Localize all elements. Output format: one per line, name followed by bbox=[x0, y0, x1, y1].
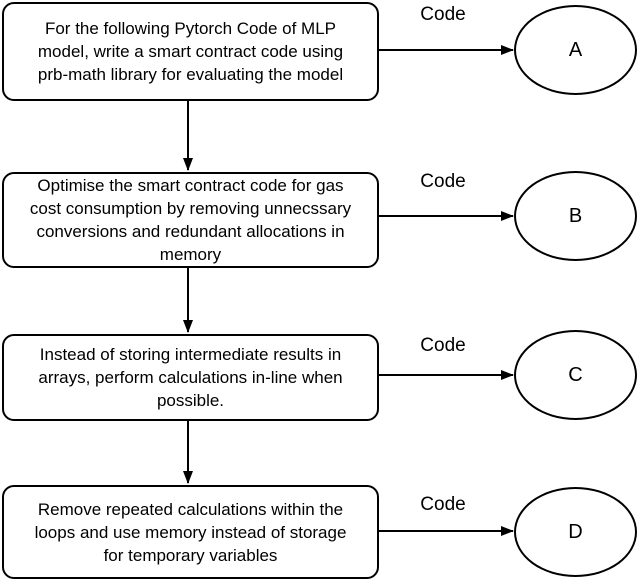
edge-label-code-3: Code bbox=[420, 335, 466, 356]
prompt-box-4: Remove repeated calculations within the … bbox=[2, 485, 379, 579]
prompt-box-4-text: Remove repeated calculations within the … bbox=[34, 499, 347, 565]
node-b: B bbox=[514, 171, 637, 261]
node-c: C bbox=[514, 330, 637, 420]
prompt-box-3: Instead of storing intermediate results … bbox=[2, 334, 379, 421]
node-c-label: C bbox=[568, 363, 583, 386]
node-b-label: B bbox=[568, 204, 583, 227]
prompt-box-3-text: Instead of storing intermediate results … bbox=[38, 345, 343, 410]
node-a-label: A bbox=[568, 38, 583, 61]
node-d: D bbox=[514, 487, 637, 577]
edge-label-code-4: Code bbox=[420, 494, 466, 515]
prompt-box-1-text: For the following Pytorch Code of MLP mo… bbox=[37, 19, 344, 84]
prompt-box-2-text: Optimise the smart contract code for gas… bbox=[29, 176, 352, 264]
node-a: A bbox=[514, 5, 637, 95]
prompt-box-2: Optimise the smart contract code for gas… bbox=[2, 172, 379, 268]
node-d-label: D bbox=[568, 520, 583, 543]
edge-label-code-2: Code bbox=[420, 171, 466, 192]
prompt-box-1: For the following Pytorch Code of MLP mo… bbox=[2, 2, 379, 101]
edge-label-code-1: Code bbox=[420, 4, 466, 25]
